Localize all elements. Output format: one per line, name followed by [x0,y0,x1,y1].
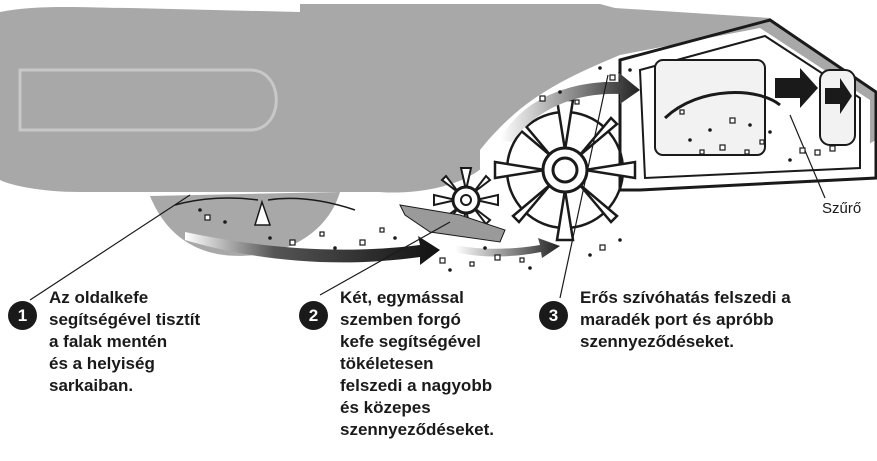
filter-chamber-2 [820,70,855,145]
pointer-line-1 [30,195,190,300]
step-3-text: Erős szívóhatás felszedi a maradék port … [580,287,791,353]
step-1-text: Az oldalkefe segítségével tisztít a fala… [49,287,200,397]
step-2-number: 2 [299,301,328,330]
step-3-number: 3 [539,301,568,330]
step-1: 1 Az oldalkefe segítségével tisztít a fa… [8,287,200,397]
step-1-number: 1 [8,301,37,330]
step-2-text: Két, egymással szemben forgó kefe segíts… [340,287,494,441]
filter-label: Szűrő [822,200,861,217]
airflow-arrow-2 [455,238,560,258]
step-3: 3 Erős szívóhatás felszedi a maradék por… [539,287,791,353]
step-2: 2 Két, egymással szemben forgó kefe segí… [299,287,494,441]
filter-chamber-1 [655,60,765,155]
scraper-blade [400,205,505,242]
